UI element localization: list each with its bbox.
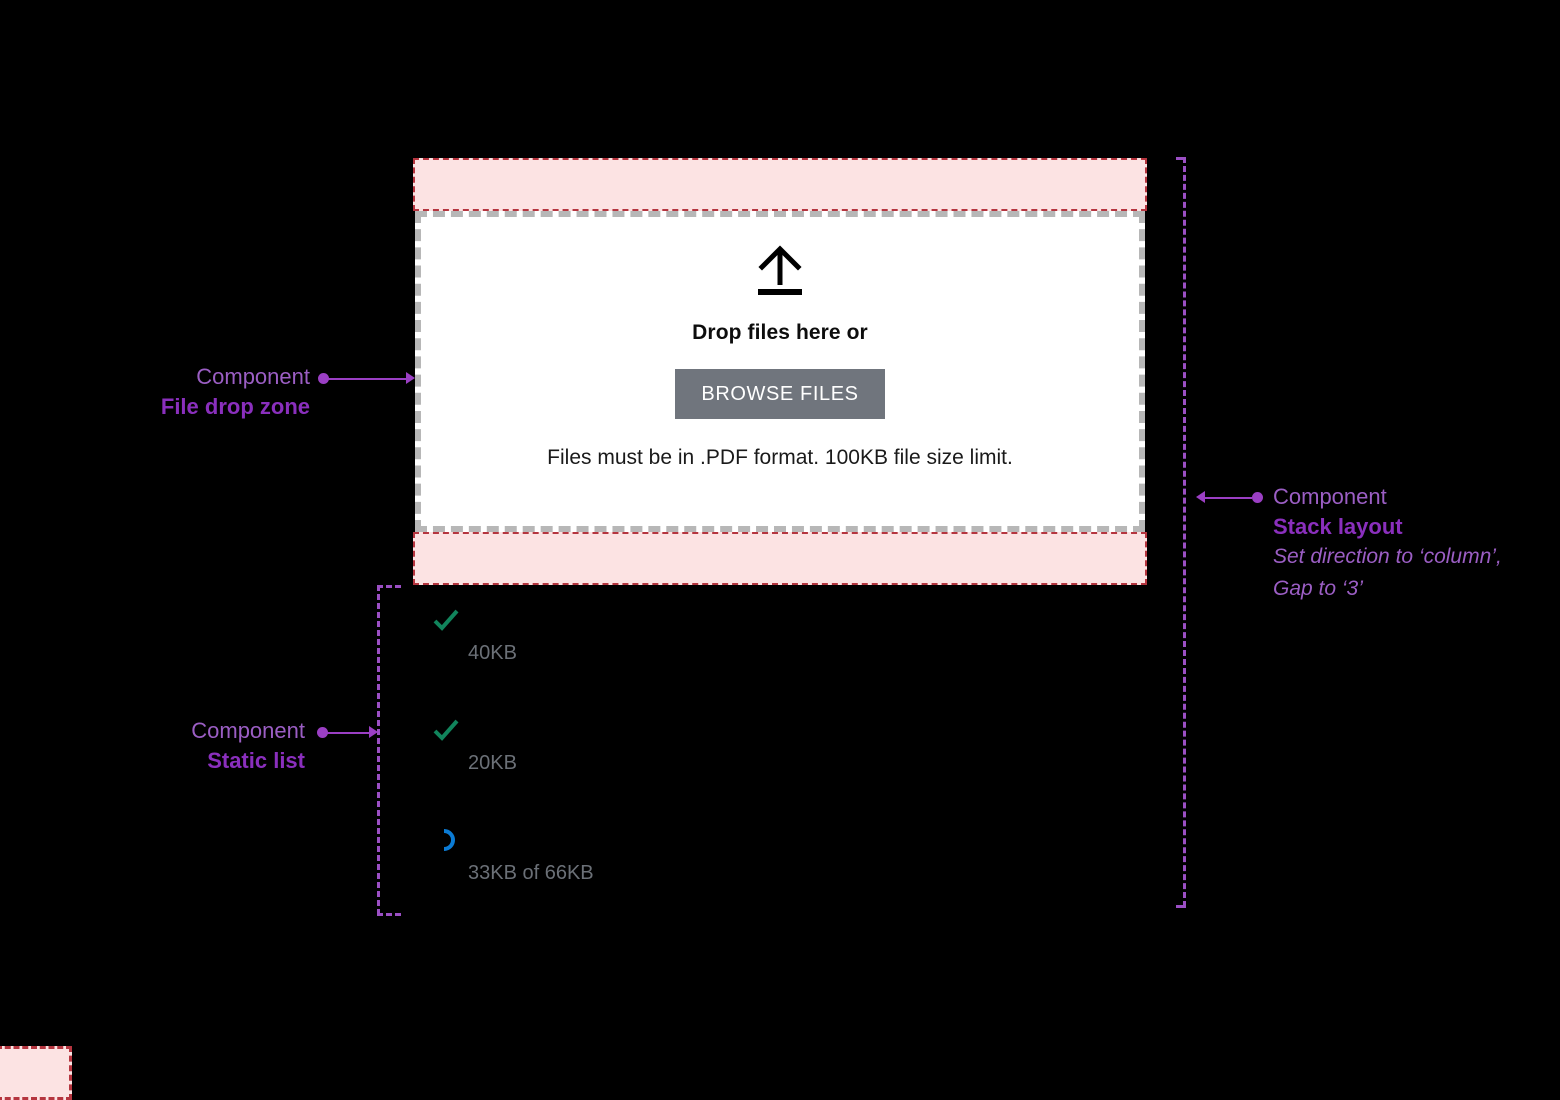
upload-arrow-icon: [758, 245, 802, 295]
list-item[interactable]: 33KB of 66KB: [430, 820, 1130, 930]
list-item[interactable]: 40KB: [430, 600, 1130, 710]
drop-zone-hint: Files must be in .PDF format. 100KB file…: [547, 446, 1013, 469]
file-size-label: 20KB: [468, 752, 517, 774]
annotation-static-list: Component Static list: [105, 716, 305, 775]
annotation-kind: Component: [191, 718, 305, 743]
check-icon: [433, 719, 459, 741]
static-list: 40KB 20KB 33KB of 66KB: [430, 600, 1130, 930]
check-icon: [433, 609, 459, 631]
annotation-kind: Component: [1273, 484, 1387, 509]
padding-band-bottom: [413, 532, 1147, 585]
file-drop-zone[interactable]: Drop files here or BROWSE FILES Files mu…: [415, 211, 1145, 532]
annotation-kind: Component: [196, 364, 310, 389]
annotation-name: Stack layout: [1273, 513, 1403, 539]
file-size-label: 40KB: [468, 642, 517, 664]
drop-zone-title: Drop files here or: [692, 321, 868, 344]
connector-static-list: [317, 723, 379, 738]
annotation-name: File drop zone: [160, 393, 310, 419]
file-progress-label: 33KB of 66KB: [468, 862, 594, 884]
spinner-icon: [443, 829, 455, 851]
padding-band-top: [413, 158, 1147, 211]
annotation-stack-layout: Component Stack layout Set direction to …: [1273, 482, 1523, 604]
connector-file-drop-zone: [318, 369, 416, 384]
annotation-note: Set direction to ‘column’, Gap to ‘3’: [1273, 545, 1502, 600]
annotation-file-drop-zone: Component File drop zone: [110, 362, 310, 421]
padding-legend-swatch: [0, 1046, 72, 1100]
browse-files-button[interactable]: BROWSE FILES: [675, 369, 885, 419]
annotation-name: Static list: [207, 747, 305, 773]
connector-stack-layout: [1196, 488, 1264, 503]
list-item[interactable]: 20KB: [430, 710, 1130, 820]
